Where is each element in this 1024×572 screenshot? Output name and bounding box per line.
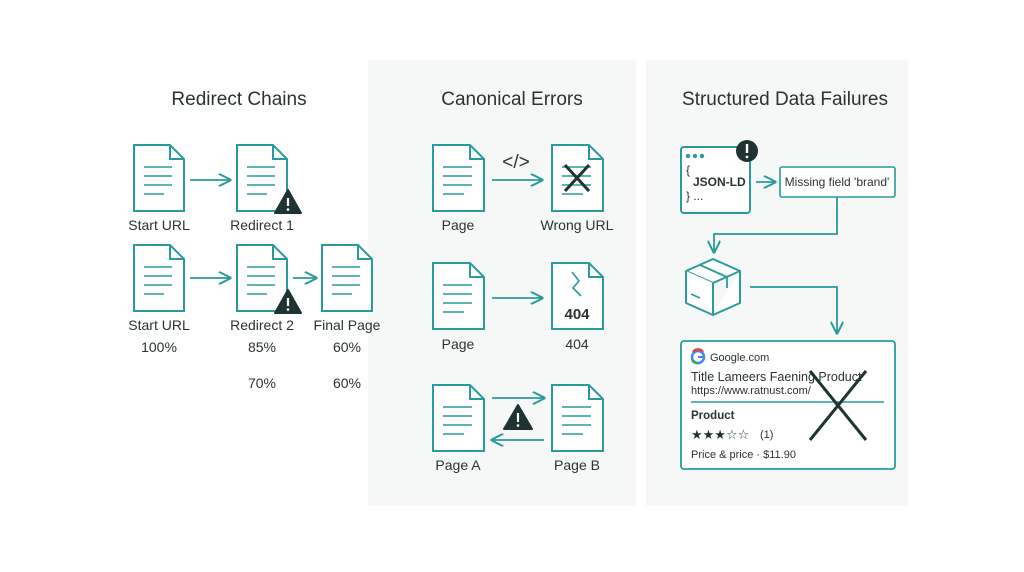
- star-icon: ★★★☆☆: [691, 428, 749, 443]
- arrow-to-box: [714, 197, 838, 252]
- broken-page-icon: 404: [551, 262, 604, 330]
- code-line-open: {: [686, 163, 690, 177]
- redirect-title: Redirect Chains: [171, 89, 306, 110]
- label-redirect-1: Redirect 1: [230, 217, 294, 233]
- document-icon: [432, 262, 485, 330]
- error-code-text: 404: [564, 306, 590, 323]
- doc-page-a: [432, 384, 485, 452]
- warning-icon: [274, 289, 302, 314]
- alert-icon: [736, 140, 758, 162]
- arrow-to-serp: [750, 286, 837, 333]
- warning-icon: [503, 404, 533, 430]
- warning-icon: [274, 189, 302, 214]
- label-final-page: Final Page: [314, 317, 381, 333]
- serp-rating-count: (1): [760, 429, 773, 441]
- label-page-2: Page: [442, 336, 475, 352]
- document-icon: [236, 144, 288, 212]
- serp-heading: Product: [691, 410, 735, 422]
- label-start-url-1: Start URL: [128, 217, 190, 233]
- cross-icon: [563, 163, 591, 193]
- document-icon: [551, 384, 604, 452]
- document-icon: [236, 244, 288, 312]
- doc-canonical-page-2: [432, 262, 485, 330]
- label-wrong-url: Wrong URL: [541, 217, 614, 233]
- code-line-jsonld: JSON-LD: [693, 175, 746, 189]
- box-icon: [685, 258, 741, 316]
- doc-final-page: [321, 244, 373, 312]
- document-icon: [133, 144, 185, 212]
- doc-page-b: [551, 384, 604, 452]
- percent-redirect-row2: 70%: [248, 375, 276, 391]
- label-page-b: Page B: [554, 457, 600, 473]
- serp-price: Price & price · $11.90: [691, 449, 796, 461]
- label-redirect-2: Redirect 2: [230, 317, 294, 333]
- percent-redirect: 85%: [248, 339, 276, 355]
- doc-redirect-2: [236, 244, 288, 312]
- code-line-close: } ...: [686, 189, 703, 203]
- doc-redirect-1: [236, 144, 288, 212]
- missing-field-text: Missing field 'brand': [785, 175, 890, 189]
- label-page-1: Page: [442, 217, 475, 233]
- document-icon: [133, 244, 185, 312]
- doc-canonical-page: [432, 144, 485, 212]
- document-icon: [321, 244, 373, 312]
- document-icon: [432, 384, 485, 452]
- doc-wrong-url: [551, 144, 604, 212]
- percent-start: 100%: [141, 339, 177, 355]
- percent-final-row2: 60%: [333, 375, 361, 391]
- percent-final: 60%: [333, 339, 361, 355]
- doc-start-url-1: [133, 144, 185, 212]
- label-start-url-2: Start URL: [128, 317, 190, 333]
- serp-site: Google.com: [710, 352, 769, 364]
- structured-title: Structured Data Failures: [682, 89, 888, 110]
- code-icon: </>: [502, 152, 529, 173]
- json-ld-window: { JSON-LD } ...: [680, 146, 751, 214]
- serp-card: Google.com Title Lameers Faening Product…: [680, 340, 896, 470]
- cross-icon: [808, 370, 868, 441]
- serp-title: Title Lameers Faening Product: [691, 370, 862, 384]
- canonical-title: Canonical Errors: [441, 89, 583, 110]
- doc-start-url-2: [133, 244, 185, 312]
- document-icon: [432, 144, 485, 212]
- label-404: 404: [565, 336, 589, 352]
- google-icon: [690, 348, 706, 365]
- serp-url: https://www.ratnust.com/: [691, 385, 812, 397]
- label-page-a: Page A: [435, 457, 481, 473]
